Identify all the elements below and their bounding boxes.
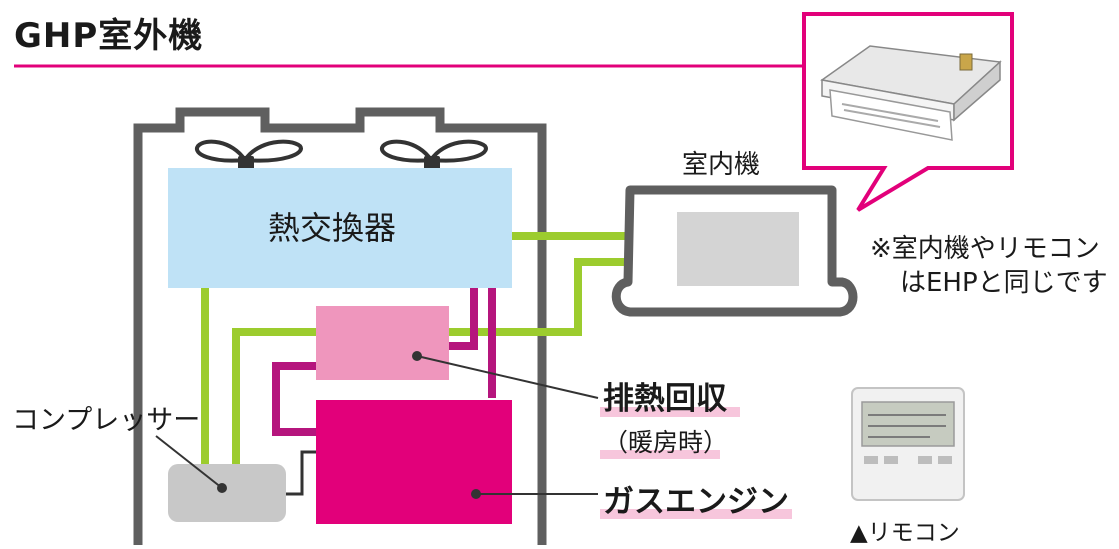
engine-coolant-pipes (272, 288, 496, 436)
compressor-label: コンプレッサー (12, 405, 201, 436)
gas-engine-label: ガスエンジン (603, 484, 789, 520)
note-line-1: ※室内機やリモコン (870, 234, 1100, 264)
page-title: GHP室外機 (14, 16, 204, 56)
leader-dot (217, 483, 227, 493)
leader-dot (471, 489, 481, 499)
fan-icon (379, 139, 488, 170)
fan-icon (194, 139, 303, 170)
heating-time-label: （暖房時） (603, 428, 729, 457)
compressor-block (168, 464, 286, 522)
indoor-coil (677, 212, 799, 286)
gas-engine-block (316, 400, 512, 524)
gas-engine-highlight (600, 509, 792, 519)
indoor-unit (611, 185, 858, 317)
note-line-2: はEHPと同じです (900, 268, 1108, 298)
heat-recovery-label: 排熱回収 (603, 381, 727, 417)
remote-label: ▲リモコン (850, 520, 960, 546)
outdoor-unit-housing (133, 107, 547, 545)
compressor-link (286, 450, 316, 496)
heat-recovery-block (316, 306, 449, 380)
heat-recovery-highlight (600, 407, 740, 417)
heat-exchanger-block (168, 168, 512, 288)
heat-exchanger-label: 熱交換器 (268, 209, 397, 247)
heating-time-highlight (600, 450, 720, 459)
remote-controller-icon (851, 387, 965, 501)
leader-dot (412, 351, 422, 361)
leader-lines (155, 355, 599, 495)
ceiling-cassette-ac-icon (820, 45, 1002, 141)
indoor-unit-label: 室内機 (682, 150, 761, 180)
